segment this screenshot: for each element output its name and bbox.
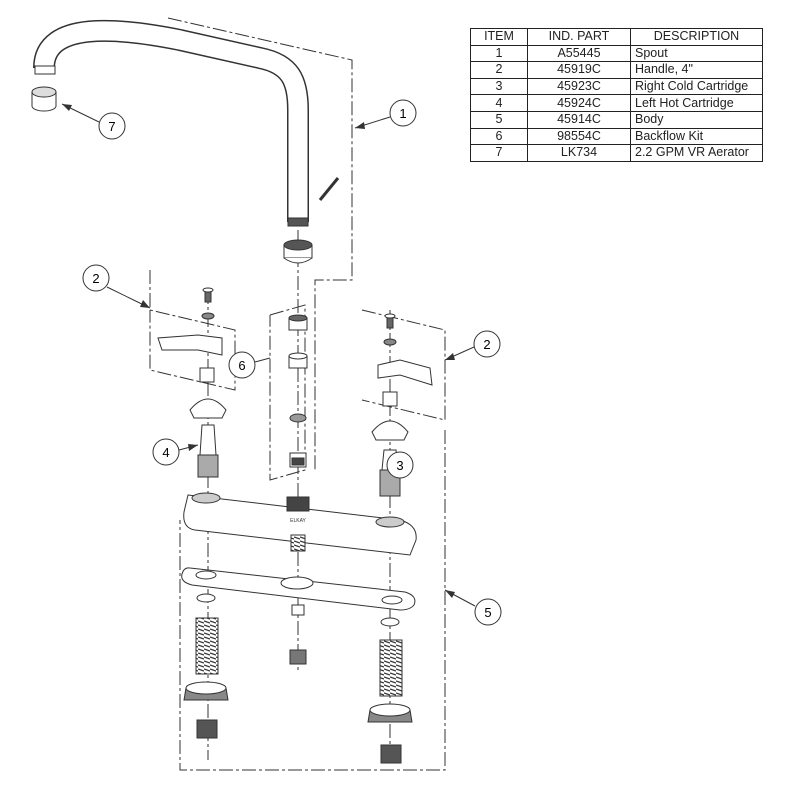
backflow-boundary: [269, 304, 306, 481]
callout-2-right: 2: [444, 330, 501, 361]
callout-4: 4: [152, 438, 199, 466]
svg-text:4: 4: [162, 445, 169, 460]
body-boundary: [179, 430, 446, 771]
svg-text:ELKAY: ELKAY: [290, 518, 306, 524]
left-handle-assembly: [157, 287, 227, 478]
callout-6: 6: [228, 351, 271, 379]
table-header-row: ITEM IND. PART DESCRIPTION: [470, 28, 763, 46]
item-number: 3: [470, 77, 528, 96]
callout-7: 7: [61, 103, 126, 140]
part-number: LK734: [527, 144, 631, 162]
part-description: Handle, 4": [630, 61, 763, 79]
header-item: ITEM: [470, 28, 528, 46]
part-description: 2.2 GPM VR Aerator: [630, 144, 763, 162]
right-handle-boundary: [361, 309, 446, 421]
spout-nut: [283, 239, 313, 264]
item-number: 2: [470, 61, 528, 79]
svg-text:6: 6: [238, 358, 245, 373]
backflow-kit-parts: [288, 314, 308, 468]
header-description: DESCRIPTION: [630, 28, 763, 46]
svg-text:5: 5: [484, 605, 491, 620]
spout-boundary-line: [167, 17, 353, 470]
part-number: 45919C: [527, 61, 631, 79]
svg-text:7: 7: [108, 119, 115, 134]
item-number: 1: [470, 44, 528, 63]
spout: [33, 19, 340, 227]
header-part: IND. PART: [527, 28, 631, 46]
part-number: 45924C: [527, 94, 631, 112]
part-description: Spout: [630, 44, 763, 63]
part-number: 45914C: [527, 110, 631, 129]
callout-3: 3: [386, 451, 414, 479]
svg-text:3: 3: [396, 458, 403, 473]
part-description: Right Cold Cartridge: [630, 77, 763, 96]
item-number: 6: [470, 127, 528, 146]
part-number: 98554C: [527, 127, 631, 146]
lower-mounting-parts: [183, 593, 413, 764]
part-description: Body: [630, 110, 763, 129]
part-number: A55445: [527, 44, 631, 63]
callout-1: 1: [354, 99, 417, 129]
callout-2-left: 2: [82, 264, 151, 309]
aerator: [31, 86, 57, 112]
faucet-body: ELKAY: [183, 492, 417, 556]
svg-text:1: 1: [399, 106, 406, 121]
right-handle-assembly: [371, 313, 433, 497]
left-handle-boundary: [149, 270, 236, 391]
svg-text:2: 2: [92, 271, 99, 286]
part-description: Backflow Kit: [630, 127, 763, 146]
callout-5: 5: [444, 589, 502, 626]
item-number: 4: [470, 94, 528, 112]
svg-text:2: 2: [483, 337, 490, 352]
part-description: Left Hot Cartridge: [630, 94, 763, 112]
item-number: 7: [470, 144, 528, 162]
part-number: 45923C: [527, 77, 631, 96]
item-number: 5: [470, 110, 528, 129]
deck-plate: [181, 567, 416, 611]
